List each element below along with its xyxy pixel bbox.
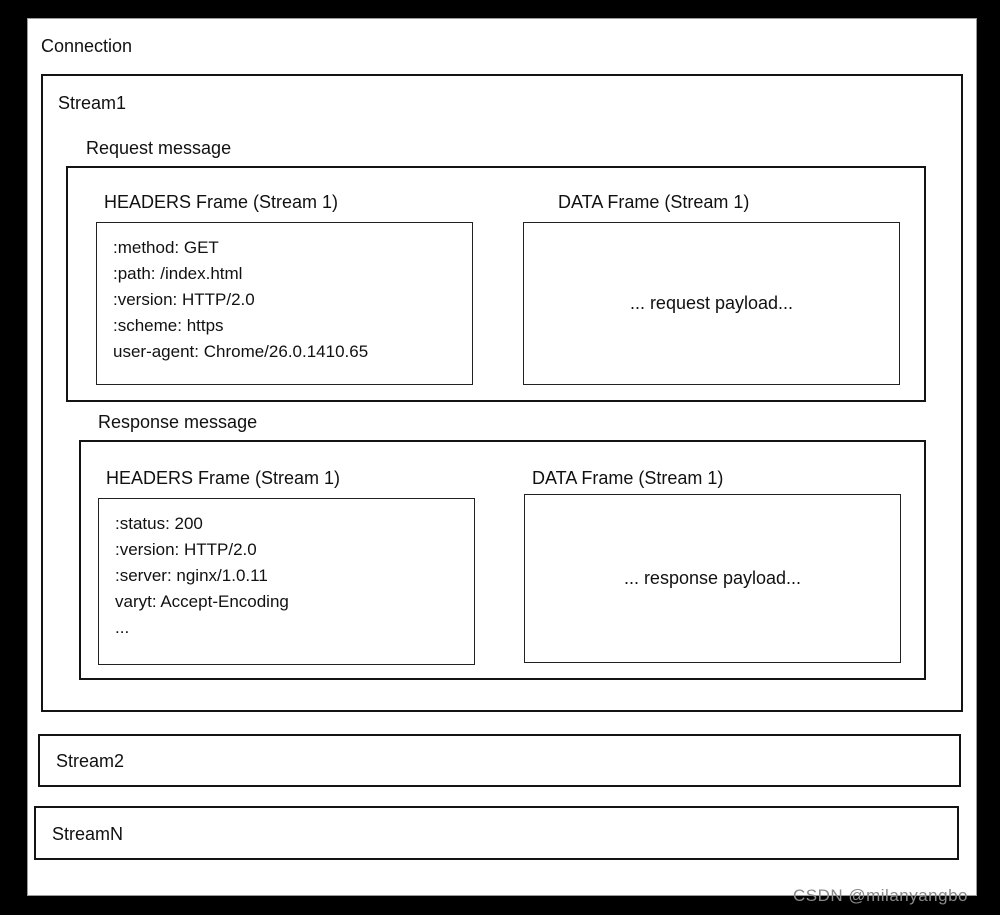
response-headers-frame-box: :status: 200 :version: HTTP/2.0 :server:… <box>98 498 475 665</box>
stream1-box: Stream1 Request message HEADERS Frame (S… <box>41 74 963 712</box>
response-message-label: Response message <box>98 412 258 432</box>
streamN-label: StreamN <box>52 824 124 844</box>
stream1-label: Stream1 <box>58 93 127 113</box>
response-headers-frame-title: HEADERS Frame (Stream 1) <box>106 468 341 488</box>
request-data-frame-title: DATA Frame (Stream 1) <box>558 192 750 212</box>
csdn-watermark: CSDN @milanyangbo <box>792 886 968 905</box>
request-headers-frame-title: HEADERS Frame (Stream 1) <box>104 192 339 212</box>
response-headers-lines: :status: 200 :version: HTTP/2.0 :server:… <box>115 514 289 637</box>
streamN-box: StreamN <box>34 806 959 860</box>
connection-box: Connection Stream1 Request message HEADE… <box>27 18 977 896</box>
response-data-frame-box: ... response payload... <box>524 494 901 663</box>
stream2-box: Stream2 <box>38 734 961 787</box>
response-data-frame-title: DATA Frame (Stream 1) <box>532 468 724 488</box>
request-message-label: Request message <box>86 138 232 158</box>
request-headers-lines: :method: GET :path: /index.html :version… <box>113 238 369 361</box>
response-payload-text: ... response payload... <box>623 568 802 588</box>
request-headers-frame-box: :method: GET :path: /index.html :version… <box>96 222 473 385</box>
response-message-box: HEADERS Frame (Stream 1) :status: 200 :v… <box>79 440 926 680</box>
request-message-box: HEADERS Frame (Stream 1) :method: GET :p… <box>66 166 926 402</box>
request-payload-text: ... request payload... <box>629 293 794 313</box>
request-data-frame-box: ... request payload... <box>523 222 900 385</box>
stream2-label: Stream2 <box>56 751 125 771</box>
connection-label: Connection <box>41 36 133 56</box>
